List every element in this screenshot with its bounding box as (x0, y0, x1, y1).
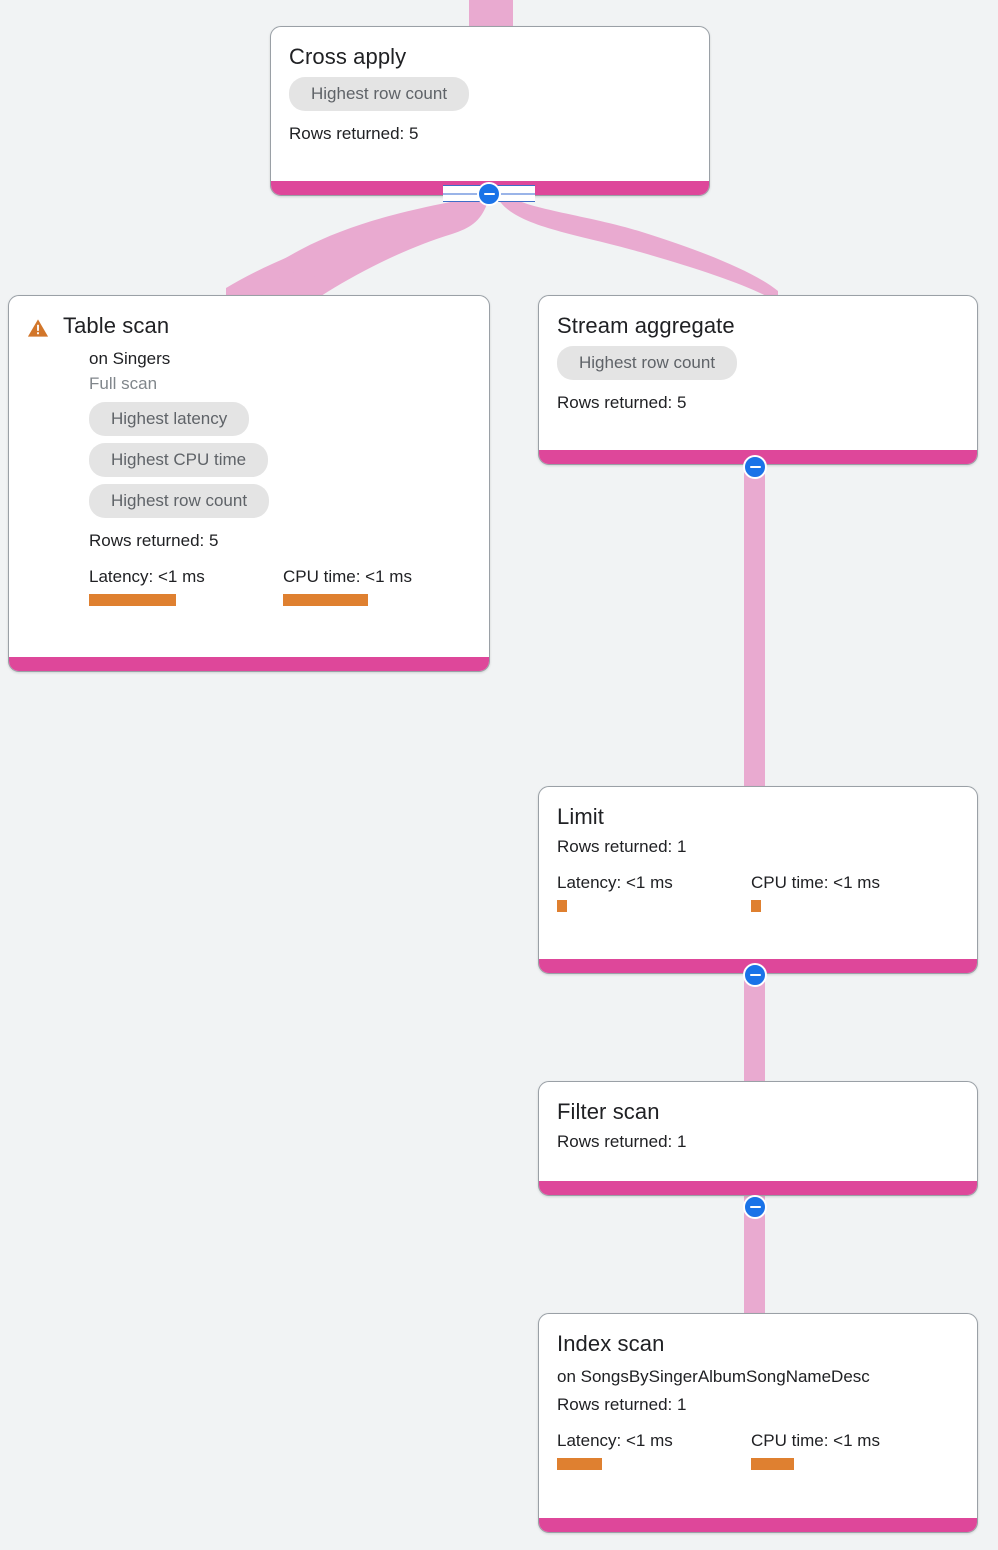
node-title: Filter scan (557, 1099, 660, 1124)
metric-latency-label: Latency: <1 ms (89, 567, 205, 586)
node-title: Table scan (63, 313, 170, 338)
node-metrics: Latency: <1 ms CPU time: <1 ms (557, 1430, 959, 1470)
metric-latency: Latency: <1 ms (557, 1430, 751, 1470)
node-chips: Highest latency Highest CPU time Highest… (89, 402, 471, 525)
rows-returned: Rows returned: 1 (557, 1132, 687, 1151)
node-subtitle: on SongsBySingerAlbumSongNameDesc (557, 1367, 870, 1386)
node-subtitle: on Singers (89, 349, 171, 368)
node-table-scan[interactable]: Table scan on Singers Full scan Highest … (8, 295, 490, 672)
metric-latency: Latency: <1 ms (89, 566, 283, 606)
rows-returned: Rows returned: 1 (557, 837, 687, 856)
metric-cpu-time: CPU time: <1 ms (283, 566, 412, 606)
edge-cross-apply-to-table-scan (226, 196, 487, 302)
edge-cross-apply-to-stream-aggregate (495, 190, 778, 303)
rows-returned: Rows returned: 5 (289, 124, 419, 143)
node-title: Stream aggregate (557, 313, 735, 338)
node-accent-bar (9, 657, 489, 671)
metric-latency-label: Latency: <1 ms (557, 1431, 673, 1450)
metric-cpu-time-label: CPU time: <1 ms (283, 567, 412, 586)
metric-latency: Latency: <1 ms (557, 872, 751, 912)
node-detail: Full scan (89, 374, 158, 393)
chip-highest-cpu-time: Highest CPU time (89, 443, 269, 477)
rows-returned: Rows returned: 5 (89, 531, 219, 550)
metric-cpu-time-label: CPU time: <1 ms (751, 873, 880, 892)
metric-cpu-time-bar (751, 1458, 794, 1470)
toggle-limit[interactable] (743, 963, 767, 987)
metric-latency-bar (89, 594, 176, 606)
node-title: Index scan (557, 1331, 665, 1356)
toggle-stream-aggregate[interactable] (743, 455, 767, 479)
warning-triangle-icon (27, 319, 49, 337)
node-title: Cross apply (289, 44, 407, 69)
metric-cpu-time-label: CPU time: <1 ms (751, 1431, 880, 1450)
chip-highest-row-count: Highest row count (557, 346, 738, 380)
metric-latency-bar (557, 1458, 602, 1470)
minus-circle-icon (483, 193, 495, 195)
metric-cpu-time-bar (283, 594, 368, 606)
node-title: Limit (557, 804, 604, 829)
metric-latency-label: Latency: <1 ms (557, 873, 673, 892)
metric-cpu-time: CPU time: <1 ms (751, 1430, 880, 1470)
minus-circle-icon (749, 466, 761, 468)
chip-highest-latency: Highest latency (89, 402, 250, 436)
node-chips: Highest row count (557, 346, 959, 387)
edge-left-ribbon (227, 190, 489, 303)
metric-cpu-time: CPU time: <1 ms (751, 872, 880, 912)
edge-stream-aggregate-to-limit (744, 460, 765, 792)
minus-circle-icon (749, 974, 761, 976)
node-metrics: Latency: <1 ms CPU time: <1 ms (89, 566, 471, 606)
node-accent-bar (539, 1518, 977, 1532)
metric-latency-bar (557, 900, 567, 912)
node-accent-bar (539, 1181, 977, 1195)
toggle-filter-scan[interactable] (743, 1195, 767, 1219)
node-index-scan[interactable]: Index scan on SongsBySingerAlbumSongName… (538, 1313, 978, 1533)
metric-cpu-time-bar (751, 900, 761, 912)
root-toggle-guide-left (443, 185, 488, 202)
rows-returned: Rows returned: 1 (557, 1395, 687, 1414)
edge-cross-apply-to-table-scan-fill (226, 194, 487, 302)
node-chips: Highest row count (289, 77, 691, 118)
node-cross-apply[interactable]: Cross apply Highest row count Rows retur… (270, 26, 710, 196)
chip-highest-row-count: Highest row count (89, 484, 270, 518)
node-stream-aggregate[interactable]: Stream aggregate Highest row count Rows … (538, 295, 978, 465)
node-limit[interactable]: Limit Rows returned: 1 Latency: <1 ms CP… (538, 786, 978, 974)
minus-circle-icon (749, 1206, 761, 1208)
root-toggle-guide-right (490, 185, 535, 202)
node-metrics: Latency: <1 ms CPU time: <1 ms (557, 872, 959, 912)
chip-highest-row-count: Highest row count (289, 77, 470, 111)
rows-returned: Rows returned: 5 (557, 393, 687, 412)
toggle-cross-apply[interactable] (477, 182, 501, 206)
node-filter-scan[interactable]: Filter scan Rows returned: 1 (538, 1081, 978, 1196)
